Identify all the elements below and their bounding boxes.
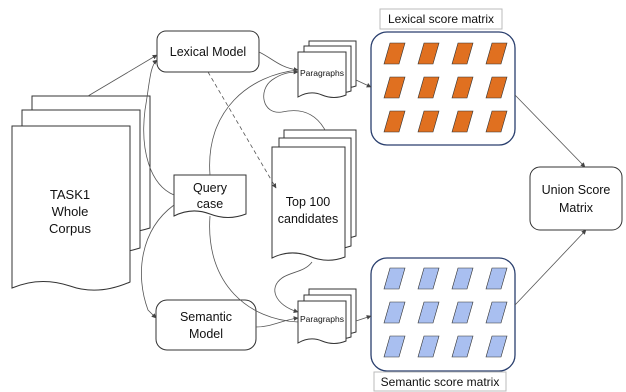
lexical-matrix-cell xyxy=(383,76,406,99)
semantic-score-matrix: Semantic score matrix xyxy=(370,257,516,392)
lexical-to-candidates-dashed-arrow xyxy=(207,71,277,189)
semantic-paragraphs-stack: Paragraphs xyxy=(297,288,357,344)
semantic-paragraphs-label: Paragraphs xyxy=(300,314,344,324)
lexical-matrix-cell xyxy=(485,42,508,65)
union-label-line2: Matrix xyxy=(559,201,594,215)
lexical-to-paragraphs-arrow xyxy=(258,51,299,72)
semantic-matrix-cell xyxy=(417,301,440,324)
corpus-label-line3: Corpus xyxy=(49,221,91,236)
semantic-matrix-to-union-arrow xyxy=(514,229,587,306)
query-to-lexical-arrow xyxy=(143,59,175,196)
semantic-matrix-cell xyxy=(383,335,406,358)
lexical-matrix-cell xyxy=(485,110,508,133)
candidates-to-semantic-paragraphs-curve xyxy=(274,261,313,314)
semantic-matrix-cell xyxy=(417,267,440,290)
semantic-matrix-cell xyxy=(451,267,474,290)
lexical-paragraphs-label: Paragraphs xyxy=(300,68,344,78)
top-candidates-label-line1: Top 100 xyxy=(286,195,331,209)
semantic-matrix-cell xyxy=(485,335,508,358)
lexical-matrix-cells xyxy=(383,42,508,133)
semantic-matrix-cell xyxy=(383,267,406,290)
corpus-document-stack: TASK1 Whole Corpus xyxy=(11,95,151,291)
semantic-matrix-cell xyxy=(383,301,406,324)
lexical-score-matrix: Lexical score matrix xyxy=(370,8,516,146)
semantic-matrix-title: Semantic score matrix xyxy=(381,375,500,389)
lexical-model-label: Lexical Model xyxy=(170,45,246,59)
top-candidates-stack: Top 100 candidates xyxy=(271,129,357,261)
corpus-label-line1: TASK1 xyxy=(50,187,90,202)
semantic-model-label-line1: Semantic xyxy=(180,310,232,324)
semantic-model-label-line2: Model xyxy=(189,327,223,341)
semantic-matrix-cell xyxy=(451,335,474,358)
query-case-label-line2: case xyxy=(197,197,223,211)
semantic-matrix-cell xyxy=(417,335,440,358)
lexical-matrix-cell xyxy=(451,76,474,99)
lexical-matrix-cell xyxy=(417,42,440,65)
lexical-matrix-title: Lexical score matrix xyxy=(388,12,494,26)
query-case-label-line1: Query xyxy=(193,181,228,195)
semantic-matrix-cell xyxy=(451,301,474,324)
connectors xyxy=(87,51,587,328)
semantic-to-paragraphs-arrow xyxy=(255,316,299,328)
lexical-matrix-to-union-arrow xyxy=(514,94,586,168)
semantic-paragraphs-to-matrix-arrow xyxy=(355,315,372,322)
lexical-matrix-cell xyxy=(417,76,440,99)
semantic-matrix-cells xyxy=(383,267,508,358)
corpus-label-line2: Whole xyxy=(52,204,89,219)
candidates-to-lexical-paragraphs-curve xyxy=(263,69,326,131)
lexical-matrix-cell xyxy=(383,110,406,133)
lexical-matrix-cell xyxy=(451,42,474,65)
query-to-semantic-arrow xyxy=(141,204,175,319)
lexical-matrix-cell xyxy=(383,42,406,65)
semantic-matrix-cell xyxy=(485,267,508,290)
top-candidates-label-line2: candidates xyxy=(278,212,338,226)
query-arc-to-lexical-paragraphs xyxy=(209,69,299,176)
lexical-matrix-cell xyxy=(417,110,440,133)
semantic-matrix-cell xyxy=(485,301,508,324)
query-case-document: Query case xyxy=(173,174,247,218)
lexical-model-box: Lexical Model xyxy=(156,30,260,73)
corpus-to-lexical-arrow xyxy=(87,54,158,97)
lexical-matrix-cell xyxy=(485,76,508,99)
union-score-matrix-box: Union Score Matrix xyxy=(529,166,623,231)
lexical-matrix-cell xyxy=(451,110,474,133)
lexical-paragraphs-to-matrix-arrow xyxy=(355,79,372,88)
union-label-line1: Union Score xyxy=(542,183,611,197)
query-arc-to-semantic-paragraphs xyxy=(209,215,299,323)
semantic-model-box: Semantic Model xyxy=(155,299,257,351)
lexical-paragraphs-stack: Paragraphs xyxy=(297,40,357,98)
